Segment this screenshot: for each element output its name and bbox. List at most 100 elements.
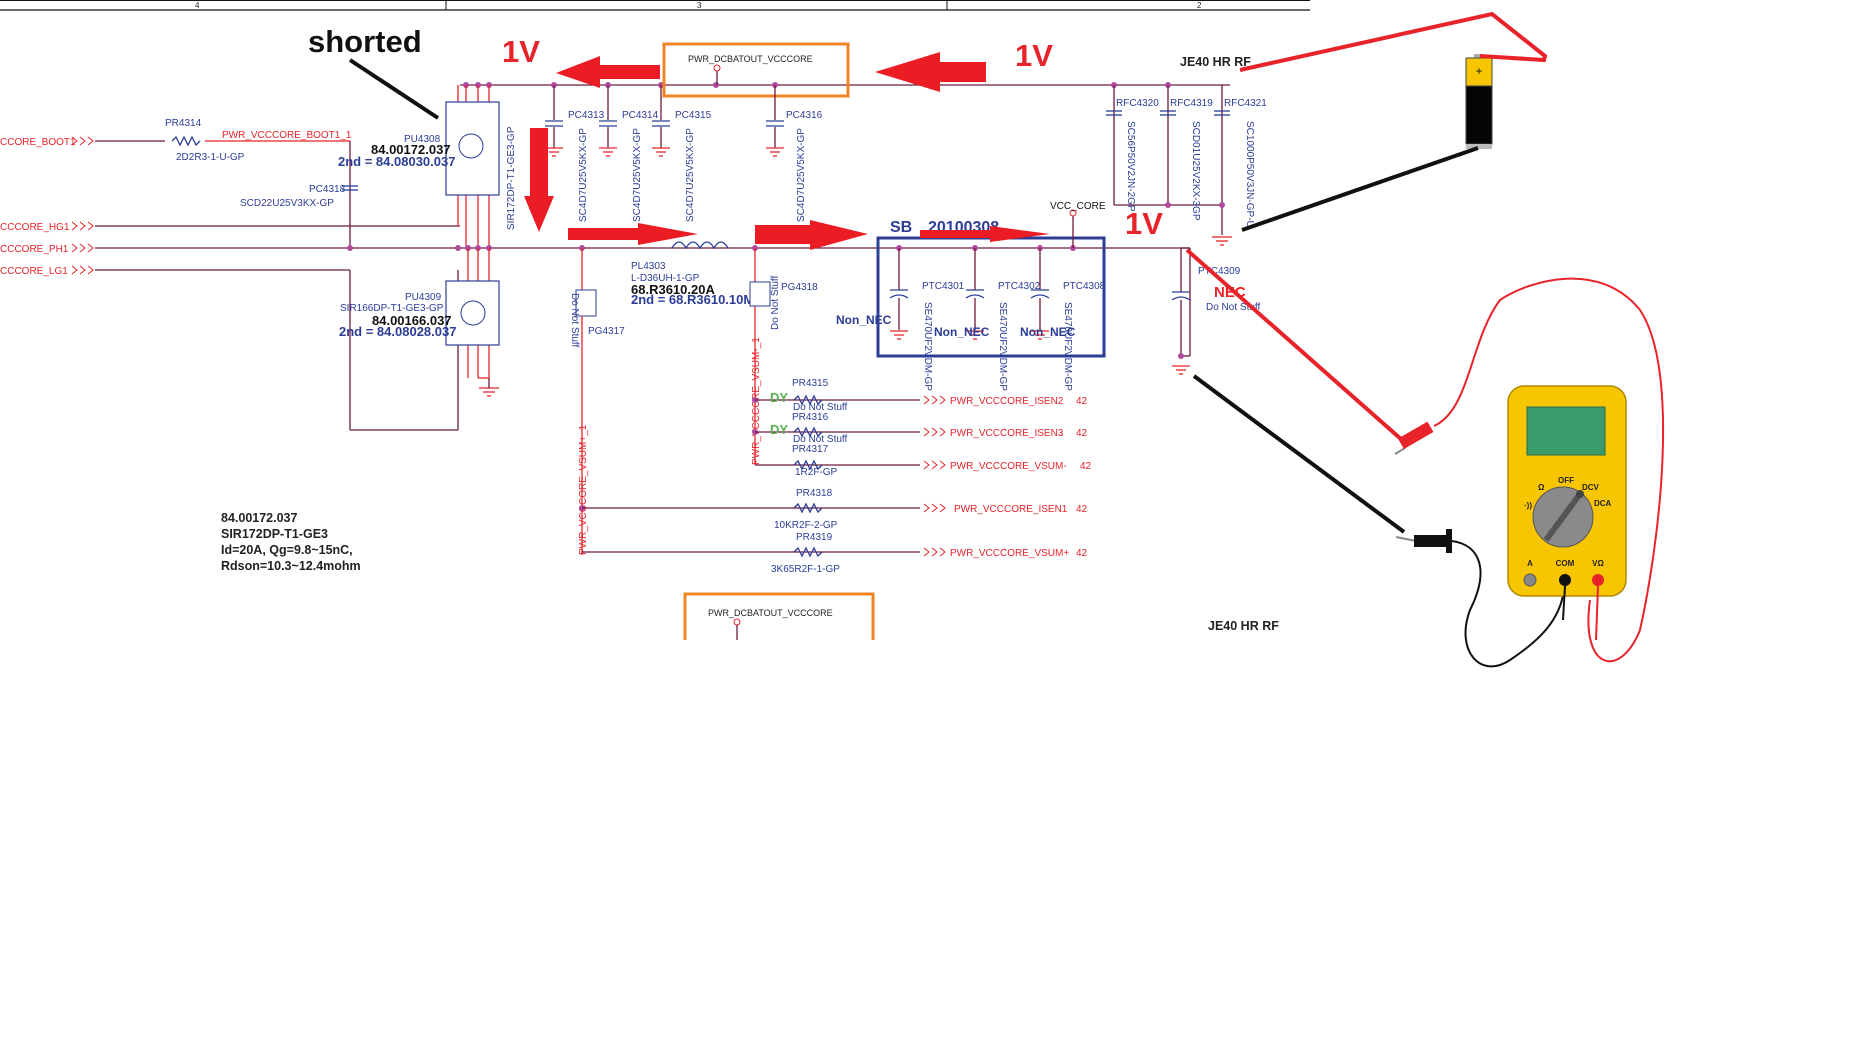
battery-polarity: + [1475, 64, 1482, 78]
ref-pr4319: PR4319 [796, 532, 833, 543]
second-pl4303: 2nd = 68.R3610.10M [631, 292, 754, 307]
value-pu4309: SIR166DP-T1-GE3-GP [340, 303, 444, 314]
dial-dcv: DCV [1582, 483, 1600, 492]
red-probe[interactable] [1394, 277, 1665, 663]
output-page-isen3: 42 [1076, 428, 1088, 439]
value-pc4318: SCD22U25V3KX-GP [240, 198, 334, 209]
ref-rfc4319: RFC4319 [1170, 98, 1213, 109]
tag-dy-pr4315: DY [770, 390, 788, 405]
jack-vohm[interactable] [1592, 574, 1604, 586]
value-pr4317: 1R2F-GP [795, 467, 838, 478]
output-net-isen2: PWR_VCCCORE_ISEN2 [950, 396, 1064, 407]
value-rfc4321: SC1000P50V3JN-GP-U [1244, 121, 1255, 228]
ref-ptc4302: PTC4302 [998, 281, 1041, 292]
battery-positive-lead [1239, 11, 1548, 72]
ref-pr4314: PR4314 [165, 118, 202, 129]
output-net-vsum-minus: PWR_VCCCORE_VSUM- [950, 461, 1067, 472]
ref-pu4308: PU4308 [404, 134, 441, 145]
rf-capacitors: RFC4320 RFC4319 RFC4321 SC56P50V2JN-2GP … [1106, 85, 1267, 246]
capacitor-pc4315: PC4315 SC4D7U25V5KX-GP [652, 85, 712, 222]
battery-icon: + [1465, 54, 1493, 149]
note-line-3: Id=20A, Qg=9.8~15nC, [221, 543, 353, 557]
ref-pc4314: PC4314 [622, 110, 659, 121]
capacitor-pc4314: PC4314 SC4D7U25V5KX-GP [599, 85, 659, 222]
battery-negative-lead [1241, 146, 1479, 232]
arrow-right-2 [755, 220, 868, 250]
value-rfc4320: SC56P50V2JN-2GP [1125, 121, 1136, 212]
note-pr4316: Do Not Stuff [793, 434, 848, 445]
net-boot: CCORE_BOOT1 [0, 137, 76, 148]
multimeter: OFF Ω DCV DCA ·)) A COM VΩ [1507, 385, 1627, 641]
ref-pg4317: PG4317 [588, 326, 625, 337]
sb-label: SB [890, 219, 912, 236]
capacitor-pc4316: PC4316 SC4D7U25V5KX-GP [766, 85, 823, 222]
note-line-2: SIR172DP-T1-GE3 [221, 527, 328, 541]
value-pc4316: SC4D7U25V5KX-GP [796, 128, 807, 222]
value-ptc4302: SE470UF2VDM-GP [997, 302, 1008, 391]
value-pl4303: L-D36UH-1-GP [631, 273, 700, 284]
tag-dy-pr4316: DY [770, 422, 788, 437]
part-pl4303: 68.R3610.20A [631, 282, 715, 297]
output-page-vsum-minus: 42 [1080, 461, 1092, 472]
arrow-left-2 [875, 52, 986, 92]
second-pu4309: 2nd = 84.08028.037 [339, 324, 456, 339]
ref-pr4317: PR4317 [792, 444, 829, 455]
voltage-label-2: 1V [1015, 38, 1053, 73]
arrow-right-3 [920, 226, 1050, 242]
mosfet-pu4309: PU4309 SIR166DP-T1-GE3-GP 84.00166.037 2… [339, 245, 500, 430]
voltage-label-1: 1V [502, 34, 540, 69]
black-probe-lead [1192, 374, 1406, 534]
output-capacitors: SB 20100308 PTC4301 PTC4302 PTC4308 SE47… [836, 201, 1106, 391]
net-ph: CCCORE_PH1 [0, 244, 69, 255]
value-pc4313: SC4D7U25V5KX-GP [578, 128, 589, 222]
jack-com[interactable] [1559, 574, 1571, 586]
ref-pc4313: PC4313 [568, 110, 605, 121]
jumper-pg4317: PG4317 Do Not Stuff PWR_VCCCORE_VSUM+_1 [569, 245, 625, 555]
net-lg: CCCORE_LG1 [0, 266, 68, 277]
ref-ptc4309: PTC4309 [1198, 266, 1241, 277]
tag-non-nec-2: Non_NEC [934, 325, 990, 339]
value-pr4319: 3K65R2F-1-GP [771, 564, 840, 575]
capacitor-pc4313: PC4313 SC4D7U25V5KX-GP [545, 85, 605, 222]
black-probe[interactable] [1395, 529, 1565, 668]
input-capacitors: PC4313 SC4D7U25V5KX-GP PC4314 SC4D7U25V5… [545, 85, 823, 222]
dial-dca: DCA [1594, 499, 1612, 508]
jack-a[interactable] [1523, 573, 1537, 587]
column-label-3: 3 [697, 1, 702, 10]
ref-pr4318: PR4318 [796, 488, 833, 499]
dial-ohm: Ω [1538, 483, 1545, 492]
voltage-label-3: 1V [1125, 206, 1163, 241]
net-label-dcbatout-bottom: PWR_DCBATOUT_VCCCORE [708, 608, 833, 618]
note-pg4318: Do Not Stuff [770, 275, 781, 330]
inductor-pl4303: PL4303 L-D36UH-1-GP 68.R3610.20A 2nd = 6… [631, 241, 754, 307]
mosfet-pu4308: PU4308 84.00172.037 2nd = 84.08030.037 S… [338, 85, 517, 248]
ref-rfc4320: RFC4320 [1116, 98, 1159, 109]
output-page-isen2: 42 [1076, 396, 1088, 407]
output-net-vsum-plus: PWR_VCCCORE_VSUM+ [950, 548, 1069, 559]
ref-ptc4301: PTC4301 [922, 281, 965, 292]
multimeter-screen [1526, 406, 1606, 456]
output-page-vsum-plus: 42 [1076, 548, 1088, 559]
jack-label-com: COM [1556, 559, 1575, 568]
title-block-bottom: JE40 HR RF [1208, 619, 1279, 633]
value-pr4318: 10KR2F-2-GP [774, 520, 838, 531]
mosfet-spec-note: 84.00172.037 SIR172DP-T1-GE3 Id=20A, Qg=… [221, 511, 361, 573]
net-hg: CCCORE_HG1 [0, 222, 70, 233]
sense-resistors: DY DY PR4315 Do Not Stuff PR4316 Do Not … [579, 378, 1092, 575]
current-flow-arrows [524, 52, 1050, 250]
output-page-isen1: 42 [1076, 504, 1088, 515]
dial-off: OFF [1558, 476, 1574, 485]
ref-pg4318: PG4318 [781, 282, 818, 293]
ref-pc4315: PC4315 [675, 110, 712, 121]
net-vcc-core: VCC_CORE [1050, 201, 1106, 212]
part-pu4308: 84.00172.037 [371, 142, 451, 157]
capacitor-ptc4309: PTC4309 NEC Do Not Stuff [1171, 247, 1261, 375]
value-pu4308: SIR172DP-T1-GE3-GP [506, 126, 517, 230]
note-line-1: 84.00172.037 [221, 511, 298, 525]
arrow-right-1 [568, 223, 698, 245]
note-pr4315: Do Not Stuff [793, 402, 848, 413]
red-probe-lead [1185, 248, 1404, 442]
arrow-left-1 [556, 56, 660, 88]
ref-pc4316: PC4316 [786, 110, 823, 121]
